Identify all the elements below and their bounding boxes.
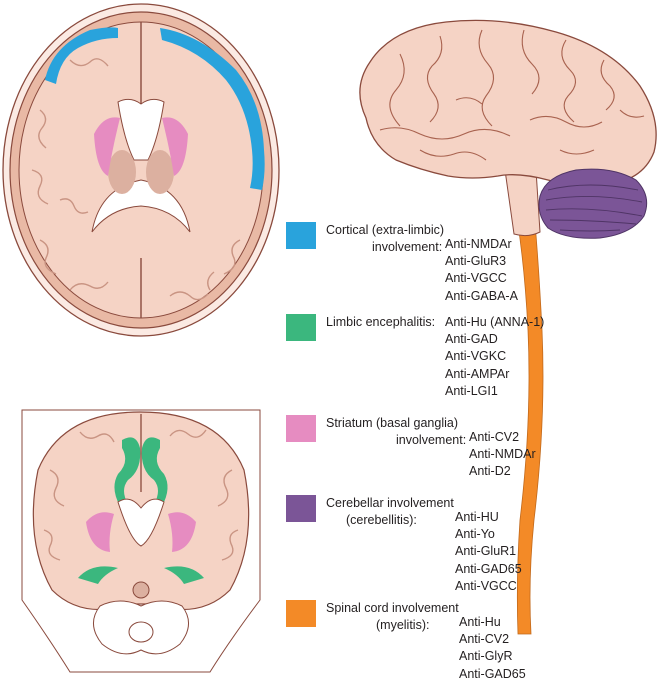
limbic-antibody: Anti-GAD <box>445 332 498 347</box>
cerebellar-antibody: Anti-HU <box>455 510 499 524</box>
spinal-antibody-list: Anti-Hu Anti-CV2 Anti-GlyR Anti-GAD65 <box>459 614 526 683</box>
cortical-antibody: Anti-GluR3 <box>445 254 507 269</box>
coronal-limbic-cingulate <box>114 437 141 506</box>
spinal-label: Spinal cord involvement (myelitis): <box>326 600 459 634</box>
cortical-antibody: Anti-VGCC <box>445 271 507 286</box>
axial-cortical-region-right <box>160 28 265 190</box>
limbic-label: Limbic encephalitis: <box>326 314 435 331</box>
coronal-striatum-right <box>168 512 196 552</box>
spinal-label-line1: Spinal cord involvement <box>326 601 459 615</box>
spinal-antibody: Anti-CV2 <box>459 632 510 647</box>
limbic-antibody: Anti-Hu (ANNA-1) <box>445 315 545 329</box>
cerebellar-antibody: Anti-GAD65 <box>455 561 522 576</box>
cerebellar-label-line2: (cerebellitis): <box>346 513 417 527</box>
limbic-antibody-list: Anti-Hu (ANNA-1) Anti-GAD Anti-VGKC Anti… <box>445 314 544 400</box>
limbic-antibody: Anti-LGI1 <box>445 383 498 398</box>
lateral-brain <box>359 19 657 635</box>
cerebellar-swatch <box>286 495 316 522</box>
cortical-antibody: Anti-NMDAr <box>445 237 512 251</box>
cortical-swatch <box>286 222 316 249</box>
striatum-antibody: Anti-CV2 <box>469 430 520 444</box>
cerebellar-antibody: Anti-GluR1 <box>455 544 517 559</box>
striatum-antibody-list: Anti-CV2 Anti-NMDAr Anti-D2 <box>469 429 536 481</box>
striatum-swatch <box>286 415 316 442</box>
axial-cortical-region <box>45 27 118 84</box>
coronal-limbic-hippocampus-left <box>78 566 118 584</box>
striatum-label: Striatum (basal ganglia) involvement: <box>326 415 466 449</box>
cortical-antibody-list: Anti-NMDAr Anti-GluR3 Anti-VGCC Anti-GAB… <box>445 236 518 305</box>
cortical-antibody: Anti-GABA-A <box>445 288 518 303</box>
axial-striatum-right <box>162 117 188 176</box>
cerebellar-label-line1: Cerebellar involvement <box>326 496 454 510</box>
spinal-antibody: Anti-GlyR <box>459 649 513 664</box>
spinal-cord <box>511 189 544 635</box>
spinal-antibody: Anti-Hu <box>459 615 501 629</box>
coronal-limbic-hippocampus-right <box>164 566 204 584</box>
axial-striatum-left <box>94 117 120 176</box>
cortical-label: Cortical (extra-limbic) involvement: <box>326 222 444 256</box>
cerebellar-antibody: Anti-VGCC <box>455 578 517 593</box>
cerebellum <box>538 168 648 239</box>
cortical-label-line2: involvement: <box>372 240 443 254</box>
cerebellar-antibody-list: Anti-HU Anti-Yo Anti-GluR1 Anti-GAD65 An… <box>455 509 522 595</box>
axial-brain-slice <box>2 3 280 337</box>
spinal-swatch <box>286 600 316 627</box>
limbic-antibody: Anti-AMPAr <box>445 366 510 381</box>
spinal-antibody: Anti-GAD65 <box>459 666 526 681</box>
limbic-antibody: Anti-VGKC <box>445 349 507 364</box>
limbic-label-line1: Limbic encephalitis: <box>326 315 436 329</box>
spinal-label-line2: (myelitis): <box>376 618 430 632</box>
coronal-limbic-cingulate-right <box>141 437 168 506</box>
striatum-label-line1: Striatum (basal ganglia) <box>326 416 459 430</box>
coronal-brain-slice <box>21 409 261 673</box>
cortical-label-line1: Cortical (extra-limbic) <box>326 223 445 237</box>
striatum-antibody: Anti-NMDAr <box>469 447 536 462</box>
striatum-antibody: Anti-D2 <box>469 464 511 479</box>
limbic-swatch <box>286 314 316 341</box>
cerebellar-label: Cerebellar involvement (cerebellitis): <box>326 495 454 529</box>
coronal-striatum-left <box>86 512 114 552</box>
striatum-label-line2: involvement: <box>396 433 467 447</box>
cerebellar-antibody: Anti-Yo <box>455 527 495 542</box>
